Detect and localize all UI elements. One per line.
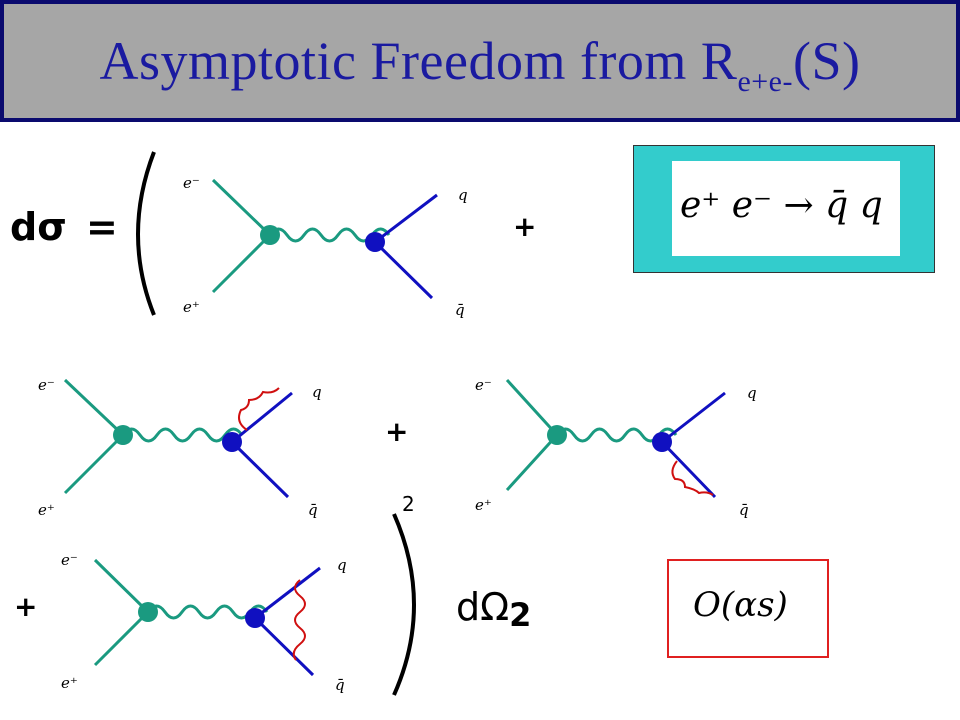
svg-text:q̄: q̄ bbox=[739, 501, 749, 519]
order-alpha-s-label: O(αs) bbox=[693, 585, 788, 625]
plus-sign-2: + bbox=[385, 415, 409, 448]
plus-sign-3: + bbox=[14, 590, 38, 623]
equals-sign: = bbox=[86, 205, 118, 249]
svg-text:q: q bbox=[747, 384, 757, 402]
right-paren bbox=[392, 513, 416, 696]
svg-text:q̄: q̄ bbox=[308, 501, 318, 519]
phase-space-label: dΩ2 bbox=[456, 585, 532, 634]
antiquark-label: q̄ bbox=[455, 301, 465, 319]
svg-text:e⁺: e⁺ bbox=[38, 501, 55, 519]
order-alpha-s-box: O(αs) bbox=[667, 559, 829, 658]
reaction-box: e⁺ e⁻ → q̄ q bbox=[633, 145, 935, 273]
svg-text:e⁻: e⁻ bbox=[475, 376, 492, 394]
dsigma-label: dσ bbox=[10, 205, 67, 249]
quark-label: q bbox=[458, 186, 468, 204]
reaction-panel: e⁺ e⁻ → q̄ q bbox=[672, 161, 900, 256]
svg-text:e⁺: e⁺ bbox=[61, 674, 78, 692]
square-exponent: 2 bbox=[402, 492, 415, 516]
svg-text:e⁻: e⁻ bbox=[38, 376, 55, 394]
svg-text:q: q bbox=[312, 383, 322, 401]
svg-text:q: q bbox=[337, 556, 347, 574]
feynman-diagram-tree: e⁻ e⁺ q q̄ bbox=[183, 174, 468, 319]
positron-label: e⁺ bbox=[183, 298, 200, 316]
slide-title: Asymptotic Freedom from Re+e-(S) bbox=[99, 31, 861, 98]
svg-text:e⁺: e⁺ bbox=[475, 496, 492, 514]
svg-text:e⁻: e⁻ bbox=[61, 551, 78, 569]
reaction-equation: e⁺ e⁻ → q̄ q bbox=[680, 185, 883, 226]
svg-text:q̄: q̄ bbox=[335, 676, 345, 694]
plus-sign-1: + bbox=[513, 210, 537, 243]
feynman-diagram-antiquark-loop: e⁻ e⁺ q q̄ bbox=[475, 376, 757, 519]
left-paren bbox=[136, 151, 156, 316]
feynman-diagram-vertex-correction: e⁻ e⁺ q q̄ bbox=[61, 551, 347, 694]
title-bar: Asymptotic Freedom from Re+e-(S) bbox=[0, 0, 960, 122]
feynman-diagram-quark-loop: e⁻ e⁺ q q̄ bbox=[38, 376, 322, 519]
electron-label: e⁻ bbox=[183, 174, 200, 192]
